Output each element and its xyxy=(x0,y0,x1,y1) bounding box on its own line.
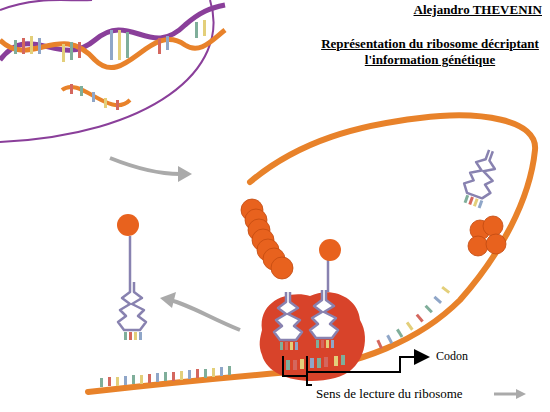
reading-direction-label: Sens de lecture du ribosome xyxy=(314,386,465,402)
author-credit: Alejandro THEVENIN xyxy=(404,2,544,18)
codon-label: Codon xyxy=(434,349,470,364)
diagram-title: Représentation du ribosome décriptant l'… xyxy=(318,36,542,69)
